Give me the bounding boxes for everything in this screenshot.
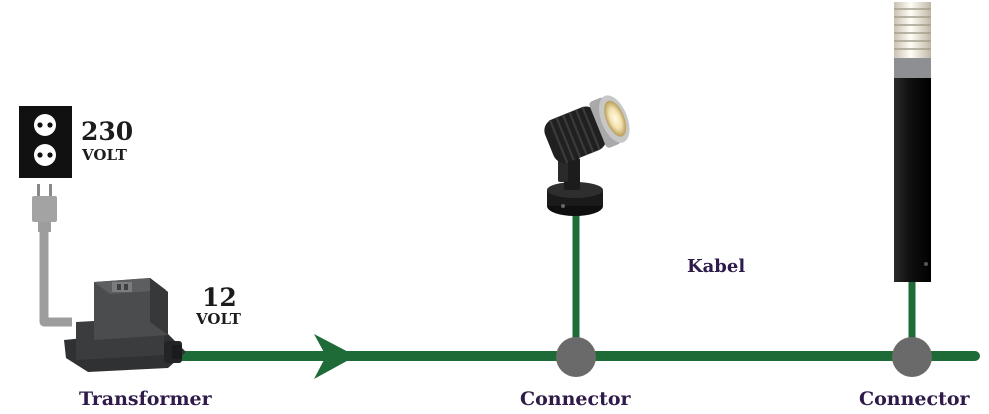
connector-2-node	[892, 337, 932, 377]
arrow-icon	[314, 334, 356, 379]
wall-socket-icon	[19, 106, 72, 178]
connector-2-label: Connector	[859, 388, 970, 410]
output-voltage-value: 12	[202, 283, 237, 312]
mains-voltage-value: 230	[81, 117, 134, 146]
connector-1-node	[556, 337, 596, 377]
output-voltage-unit: VOLT	[196, 310, 241, 328]
transformer-icon	[64, 278, 186, 372]
cable	[175, 215, 980, 361]
bollard-light-icon	[894, 2, 931, 282]
plug-icon	[32, 184, 57, 232]
mains-voltage-unit: VOLT	[82, 146, 127, 164]
cable-label: Kabel	[687, 256, 746, 277]
transformer-label: Transformer	[79, 388, 212, 410]
mains-lead	[39, 232, 72, 327]
spotlight-icon	[544, 95, 630, 216]
connector-1-label: Connector	[520, 388, 631, 410]
